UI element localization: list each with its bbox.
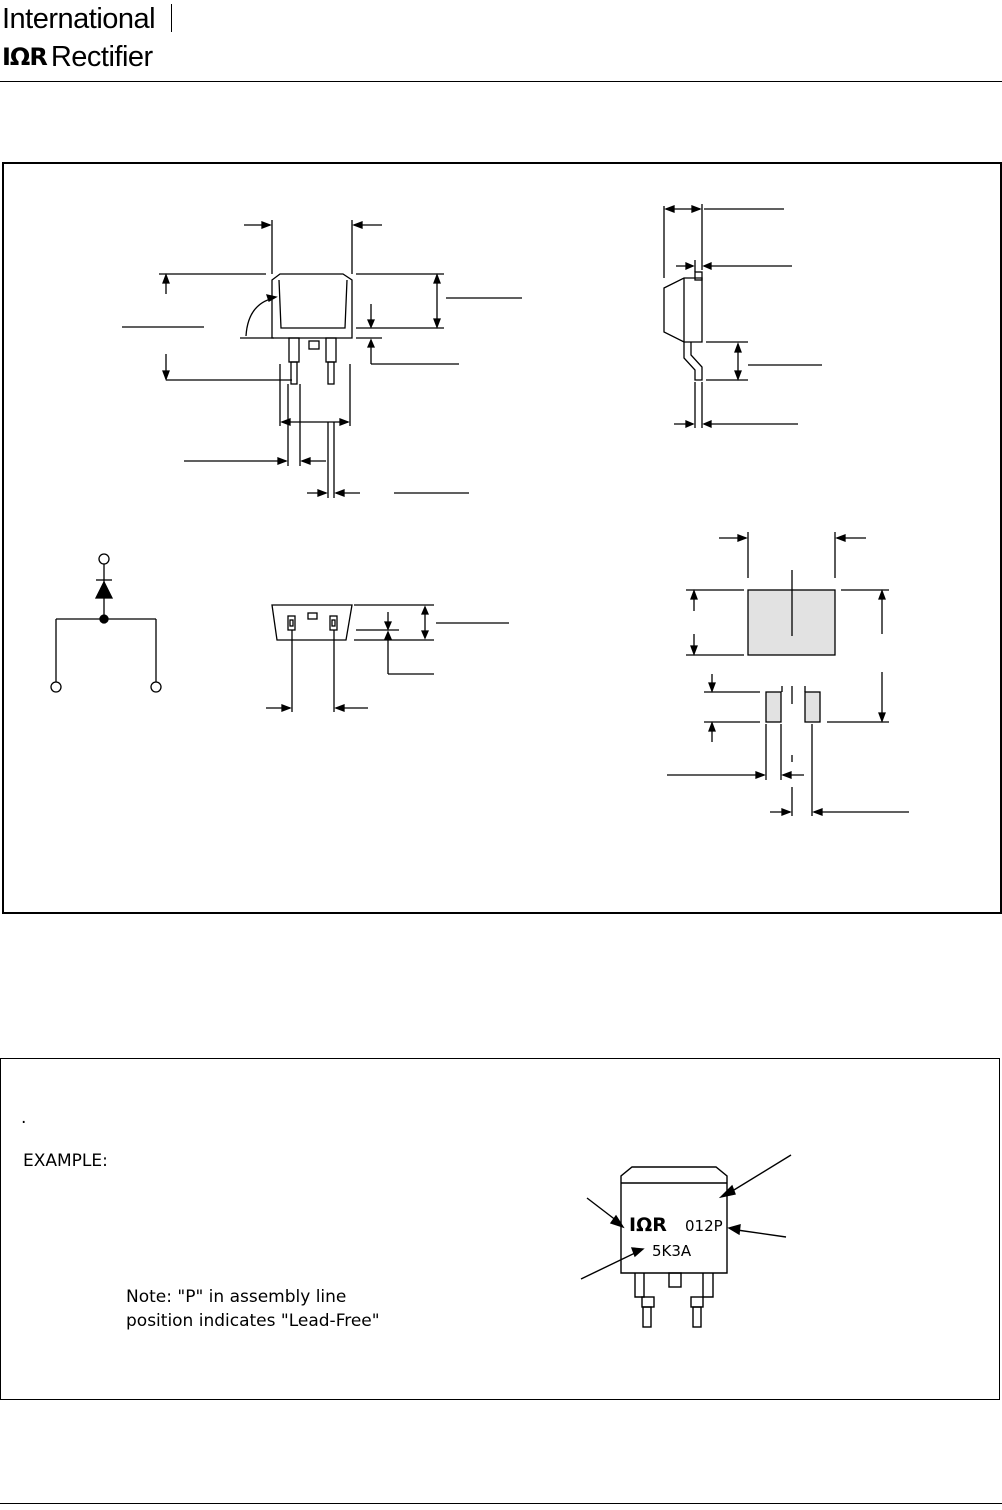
package-logo-icon: IΩR [629, 1214, 667, 1236]
note-line-2: position indicates "Lead-Free" [126, 1311, 380, 1331]
diode-schematic-symbol [50, 553, 162, 693]
side-view-drawing [663, 204, 822, 428]
marking-dot: . [21, 1108, 26, 1128]
note-line-1: Note: "P" in assembly line [126, 1287, 346, 1307]
front-view-drawing [122, 220, 522, 498]
header-rule [0, 81, 1002, 82]
package-outline-drawing [50, 204, 909, 816]
example-label: EXAMPLE: [23, 1151, 108, 1171]
package-code-line-2: 5K3A [652, 1242, 692, 1260]
brand-divider [171, 4, 172, 32]
part-marking-drawing: . EXAMPLE: Note: "P" in assembly line po… [21, 1108, 792, 1331]
page-header: International IΩR Rectifier [0, 0, 1002, 82]
package-code-line-1: 012P [685, 1217, 723, 1235]
brand-name-word: Rectifier [50, 41, 153, 73]
footprint-drawing [667, 532, 909, 816]
brand-name-line1: International [2, 3, 156, 35]
bottom-view-drawing [266, 604, 509, 712]
ir-logo-icon: IΩR [2, 43, 48, 71]
brand-name-line2: IΩR Rectifier [2, 40, 153, 74]
part-marking-panel: . EXAMPLE: Note: "P" in assembly line po… [0, 1058, 1000, 1400]
footer-rule [0, 1503, 1002, 1504]
marked-package-drawing [580, 1154, 792, 1328]
package-outline-panel [2, 162, 1002, 914]
